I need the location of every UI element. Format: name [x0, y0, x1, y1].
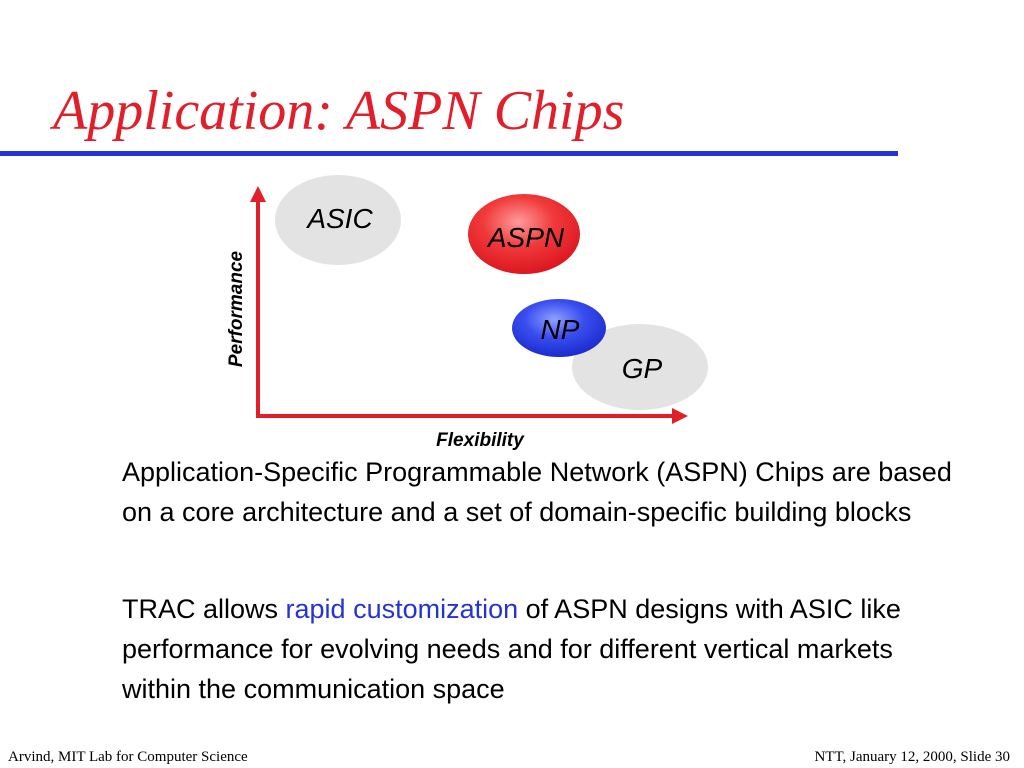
aspn-ellipse — [468, 194, 580, 274]
footer-author: Arvind, MIT Lab for Computer Science — [8, 749, 248, 765]
paragraph-trac-start: TRAC allows — [122, 594, 286, 624]
paragraph-aspn-definition: Application-Specific Programmable Networ… — [122, 457, 952, 527]
x-axis-arrowhead — [672, 408, 688, 424]
asic-ellipse — [275, 175, 401, 265]
y-axis-arrowhead — [250, 186, 266, 202]
aspn-label: ASPN — [486, 222, 565, 253]
rapid-customization-highlight: rapid customization — [285, 594, 519, 624]
asic-label: ASIC — [305, 203, 373, 234]
y-axis-label: Performance — [226, 250, 247, 367]
np-ellipse — [512, 299, 606, 357]
gp-ellipse — [572, 324, 708, 410]
footer-slide-info: NTT, January 12, 2000, Slide 30 — [814, 749, 1010, 765]
slide-title: Application: ASPN Chips — [53, 80, 625, 142]
positioning-diagram: Performance Flexibility ASIC GP ASPN NP — [226, 175, 708, 451]
np-label: NP — [541, 314, 580, 345]
paragraph-trac-end: of ASPN designs with ASIC like performan… — [122, 594, 901, 704]
gp-label: GP — [622, 353, 663, 384]
x-axis-label: Flexibility — [436, 430, 525, 451]
title-underline — [0, 151, 898, 156]
paragraph-trac: TRAC allows rapid customization of ASPN … — [122, 589, 952, 709]
